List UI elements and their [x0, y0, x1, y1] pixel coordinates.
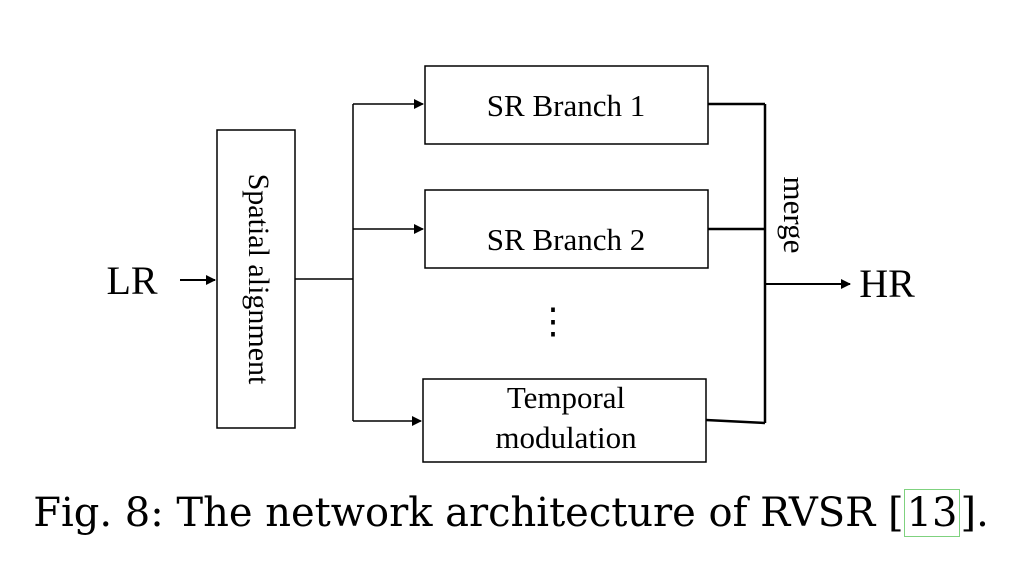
branch-ellipsis: ⋮	[535, 301, 571, 341]
temporal-modulation-label-line2: modulation	[495, 420, 637, 455]
sr-branch-2-label: SR Branch 2	[487, 222, 645, 257]
architecture-diagram: LR Spatial alignment SR Branch 1 SR Bran…	[106, 65, 915, 463]
sr-branch-1-label: SR Branch 1	[487, 88, 645, 123]
temporal-modulation-block	[422, 378, 707, 463]
citation-link[interactable]: 13	[903, 489, 961, 537]
spatial-alignment-block	[216, 129, 296, 429]
caption-prefix: Fig. 8: The network architecture of RVSR…	[33, 490, 904, 536]
spatial-alignment-label: Spatial alignment	[242, 174, 275, 385]
merge-label: merge	[777, 177, 812, 254]
merge-from-temporal	[705, 418, 766, 425]
hr-label: HR	[859, 261, 915, 306]
temporal-modulation-label-line1: Temporal	[507, 380, 625, 415]
figure-caption: Fig. 8: The network architecture of RVSR…	[0, 489, 1022, 537]
lr-label: LR	[106, 258, 157, 303]
caption-suffix: ].	[960, 490, 989, 536]
